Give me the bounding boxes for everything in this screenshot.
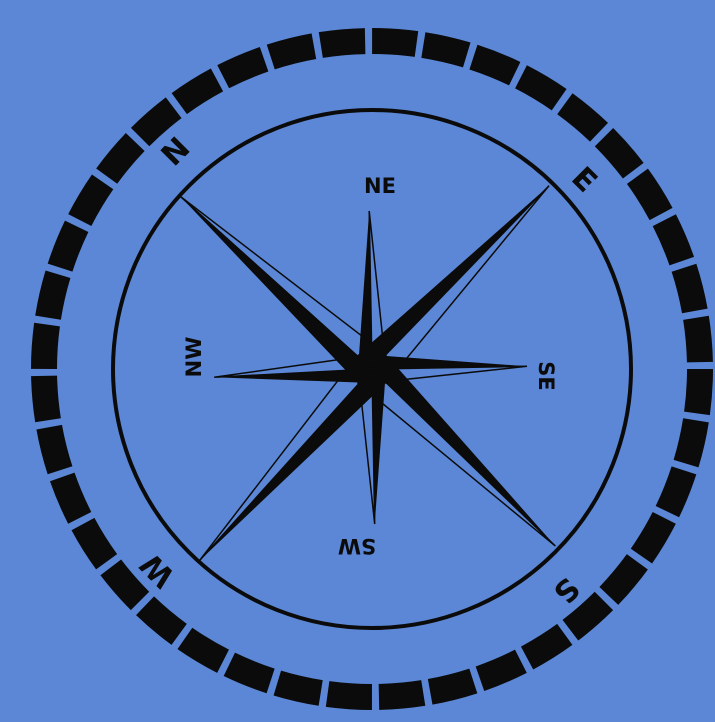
label-nw: NW	[182, 337, 206, 378]
rose-center	[368, 365, 376, 373]
label-se: SE	[534, 361, 558, 390]
label-sw: SW	[338, 534, 376, 558]
label-ne: NE	[364, 174, 396, 198]
